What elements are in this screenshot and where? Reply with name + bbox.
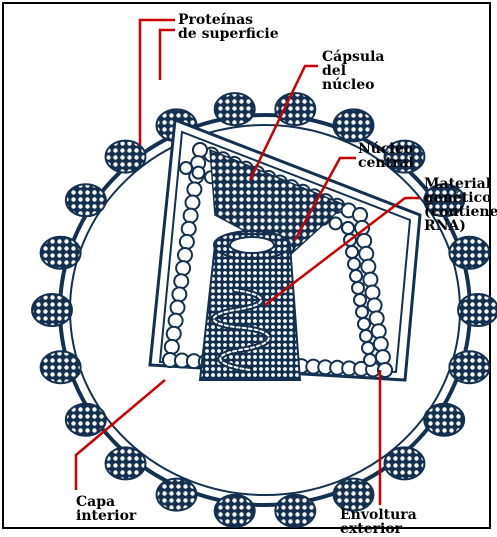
capsule-bead [362, 342, 374, 354]
surface-protein-spike [333, 479, 373, 511]
capsule-bead [182, 222, 196, 236]
label-capsula-del-nucleo: Cápsula del núcleo [322, 50, 384, 92]
label-capa-interior: Capa interior [76, 495, 136, 523]
surface-protein-spike [449, 351, 489, 383]
capsule-bead [165, 340, 179, 354]
capsule-bead [172, 287, 186, 301]
surface-protein-spike [215, 93, 255, 125]
capsule-bead [178, 248, 192, 262]
capsule-bead [376, 350, 390, 364]
surface-protein-spike [275, 93, 315, 125]
capsule-bead [370, 311, 384, 325]
capsule-bead [363, 273, 377, 287]
surface-protein-spike [333, 109, 373, 141]
label-envoltura-exterior: Envoltura exterior [340, 508, 417, 536]
surface-protein-spike [215, 495, 255, 527]
capsule-bead [187, 182, 201, 196]
capsule-bead [174, 274, 188, 288]
capsule-bead [193, 143, 207, 157]
capsule-bead [171, 301, 185, 315]
capsule-bead [186, 196, 200, 210]
label-proteinas-de-superficie: Proteínas de superficie [178, 13, 279, 41]
capsule-bead [357, 234, 371, 248]
surface-protein-spike [106, 447, 146, 479]
capsule-bead [352, 282, 364, 294]
capsule-bead [167, 327, 181, 341]
label-material-genetico: Material genético (contiene RNA) [424, 177, 497, 233]
capsule-bead [360, 330, 372, 342]
capsule-bead [364, 354, 376, 366]
surface-protein-spike [106, 141, 146, 173]
capsule-bead [342, 222, 354, 234]
capsule-bead [372, 324, 386, 338]
surface-protein-spike [66, 184, 106, 216]
surface-protein-spike [32, 294, 72, 326]
capsule-bead [184, 209, 198, 223]
surface-protein-spike [275, 495, 315, 527]
capsule-bead [354, 294, 366, 306]
capsule-bead [180, 162, 192, 174]
capsule-bead [368, 298, 382, 312]
capsule-bead [348, 258, 360, 270]
capsule-bead [330, 217, 342, 229]
surface-protein-spike [424, 404, 464, 436]
capsule-bead [353, 208, 367, 222]
surface-protein-spike [66, 404, 106, 436]
capsule-bead [361, 260, 375, 274]
capsule-bead [346, 246, 358, 258]
surface-protein-spike [41, 237, 81, 269]
label-nucleo-central: Núcleo central [358, 142, 414, 170]
surface-protein-spike [41, 351, 81, 383]
capsule-bead [180, 235, 194, 249]
capsule-bead [358, 318, 370, 330]
surface-protein-spike [157, 479, 197, 511]
capsule-bead [176, 261, 190, 275]
capsule-bead [169, 314, 183, 328]
capsule-bead [374, 337, 388, 351]
surface-protein-spike [384, 447, 424, 479]
capsule-bead [366, 286, 380, 300]
capsule-bead [350, 270, 362, 282]
surface-protein-spike [449, 237, 489, 269]
capsule-bead [192, 167, 204, 179]
surface-protein-spike [458, 294, 497, 326]
capsule-bead [359, 247, 373, 261]
capsule-bead [356, 306, 368, 318]
